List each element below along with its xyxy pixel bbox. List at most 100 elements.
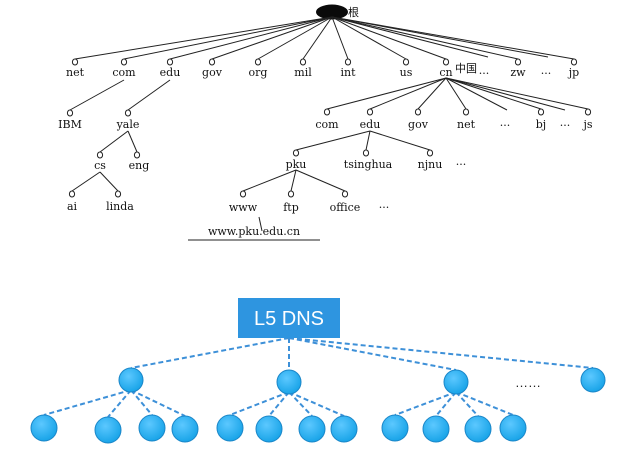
dns-edge-leaf-0-2 xyxy=(130,389,153,416)
node-cn-js xyxy=(584,108,592,116)
dns-leaf-node-2-3 xyxy=(499,414,527,442)
edge-root-gov xyxy=(211,16,333,60)
node-org xyxy=(254,58,262,66)
dns-leaf-node-2-1 xyxy=(422,415,450,443)
node-com xyxy=(120,58,128,66)
node-www xyxy=(239,190,247,198)
edge-cn-gov xyxy=(417,77,447,110)
node-linda xyxy=(114,190,122,198)
node-zw xyxy=(514,58,522,66)
label-linda: linda xyxy=(106,200,134,213)
dns-leaf-node-2-2 xyxy=(464,415,492,443)
dns-leaf-node-0-2 xyxy=(138,414,166,442)
dns-mid-node-1 xyxy=(276,369,302,395)
node-cn-gov xyxy=(414,108,422,116)
node-eng xyxy=(133,151,141,159)
dns-edge-leaf-1-0 xyxy=(229,391,290,416)
node-jp xyxy=(570,58,578,66)
edge-root-int xyxy=(331,16,349,60)
edge-cn-bj xyxy=(445,77,542,110)
dns-edge-leaf-1-2 xyxy=(288,391,313,417)
node-cn-net xyxy=(462,108,470,116)
edge-www-example xyxy=(258,216,263,232)
edge-pku-www xyxy=(242,169,297,192)
ellipsis-2: ··· xyxy=(541,67,552,80)
node-cn-bj xyxy=(537,108,545,116)
label-zw: zw xyxy=(510,66,526,79)
node-gov xyxy=(208,58,216,66)
dns-edge-leaf-2-3 xyxy=(455,391,514,416)
edge-root-org xyxy=(257,16,333,60)
dns-leaf-node-1-1 xyxy=(255,415,283,443)
edge-root-more-1 xyxy=(331,16,549,58)
label-ai: ai xyxy=(67,200,78,213)
dns-edge-mid-0 xyxy=(130,337,290,369)
edge-root-cn xyxy=(331,16,447,60)
label-office: office xyxy=(330,201,361,214)
label-cn-bj: bj xyxy=(536,118,546,131)
node-njnu xyxy=(426,149,434,157)
label-tsinghua: tsinghua xyxy=(344,158,393,171)
edge-root-com xyxy=(123,16,333,60)
edge-pku-ftp xyxy=(290,169,297,192)
label-jp: jp xyxy=(567,66,579,79)
edge-cn-net xyxy=(445,77,467,110)
edge-edu-pku xyxy=(295,130,371,151)
node-us xyxy=(402,58,410,66)
label-int: int xyxy=(340,66,356,79)
dns-leaf-node-1-2 xyxy=(298,415,326,443)
edge-cn-js xyxy=(445,77,589,110)
edge-edu-yale xyxy=(127,79,171,111)
node-int xyxy=(344,58,352,66)
label-eng: eng xyxy=(129,159,150,172)
dns-leaf-node-2-0 xyxy=(381,414,409,442)
dns-edge-leaf-0-0 xyxy=(43,389,132,416)
domain-example-label: www.pku.edu.cn xyxy=(208,225,300,238)
label-cn-net: net xyxy=(457,118,476,131)
dns-leaf-node-1-0 xyxy=(216,414,244,442)
edge-edu-njnu xyxy=(369,130,431,151)
edge-com-ibm xyxy=(69,79,125,111)
ellipsis-4: ··· xyxy=(560,119,571,132)
dns-leaf-node-0-3 xyxy=(171,415,199,443)
dns-edge-leaf-2-1 xyxy=(435,391,457,417)
node-ibm xyxy=(66,109,74,117)
node-office xyxy=(341,190,349,198)
edge-root-net xyxy=(74,16,333,60)
label-gov: gov xyxy=(202,66,223,79)
edge-cn-more-2 xyxy=(445,77,566,111)
dns-edge-mid-2 xyxy=(288,337,457,371)
edge-edu-tsinghua xyxy=(365,130,371,151)
ellipsis-3: ··· xyxy=(500,119,511,132)
edge-pku-office xyxy=(295,169,346,192)
node-cn xyxy=(442,58,450,66)
label-edu: edu xyxy=(160,66,181,79)
label-cn-js: js xyxy=(581,118,592,131)
dns-mid-node-3 xyxy=(580,367,606,393)
dns-root-box xyxy=(238,298,340,338)
dns-leaf-node-1-3 xyxy=(330,415,358,443)
root-label: 根 xyxy=(348,5,359,19)
cn-label: 中国 xyxy=(455,62,477,75)
label-cn-edu: edu xyxy=(360,118,381,131)
dns-mid-node-0 xyxy=(118,367,144,393)
ellipsis-1: ··· xyxy=(479,67,490,80)
node-yale xyxy=(124,109,132,117)
edge-root-edu xyxy=(169,16,333,60)
edge-root-more-0 xyxy=(331,16,489,58)
node-cn-edu xyxy=(366,108,374,116)
dns-leaf-node-0-0 xyxy=(30,414,58,442)
dns-edge-leaf-2-0 xyxy=(394,391,457,416)
label-njnu: njnu xyxy=(418,158,443,171)
label-cn-com: com xyxy=(315,118,339,131)
label-yale: yale xyxy=(116,118,140,131)
node-net xyxy=(71,58,79,66)
label-com: com xyxy=(112,66,136,79)
node-ai xyxy=(68,190,76,198)
dns-edge-leaf-2-2 xyxy=(455,391,479,417)
dns-mid-node-2 xyxy=(443,369,469,395)
root-node xyxy=(316,4,348,20)
node-tsinghua xyxy=(362,149,370,157)
dns-hierarchy: L5 DNS…… xyxy=(30,298,606,444)
